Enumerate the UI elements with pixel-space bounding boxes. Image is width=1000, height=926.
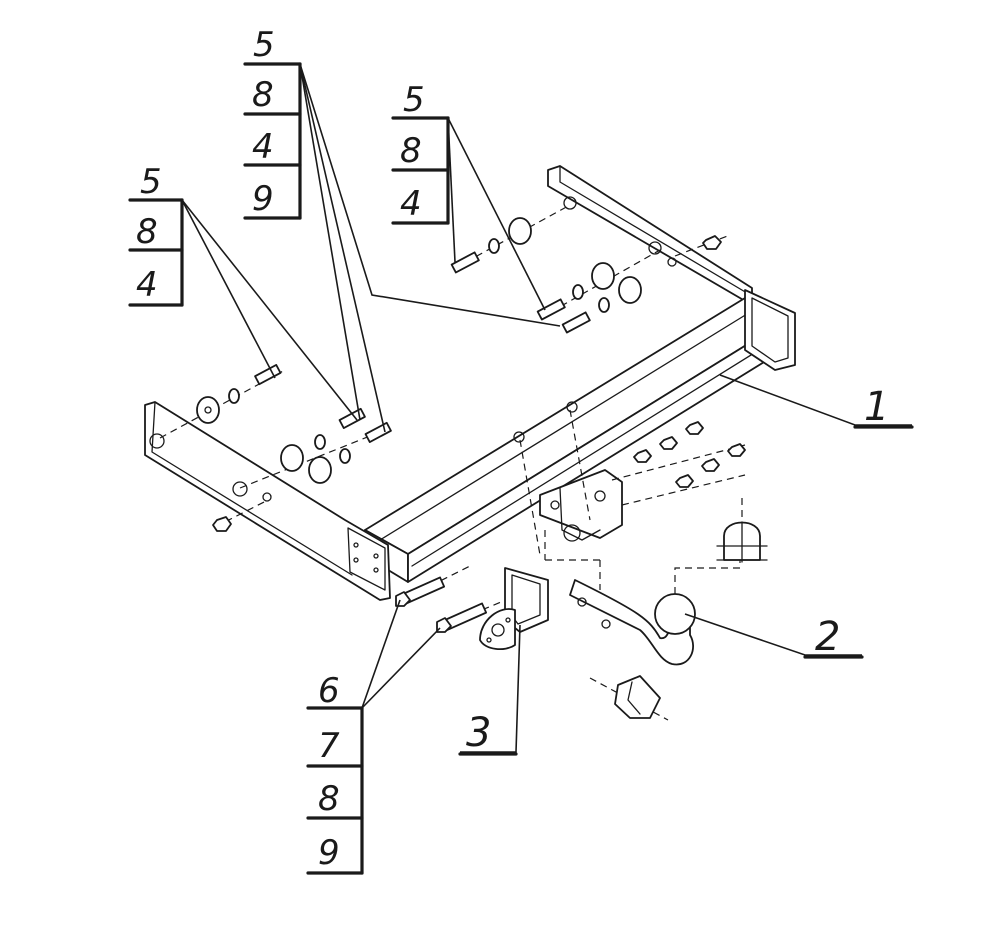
callout-middle-row-1: 5 (253, 25, 275, 65)
callout-table-right: 5 8 4 (391, 80, 450, 225)
callout-table-bottom: 6 7 8 9 (306, 671, 364, 875)
fasteners-left (159, 364, 392, 532)
socket-plate (479, 567, 549, 651)
callout-left-row-1: 5 (140, 162, 162, 202)
callout-bottom-row-4: 9 (318, 833, 340, 873)
part-label-socket-plate: 3 (466, 710, 491, 756)
callout-right-row-3: 4 (400, 184, 422, 224)
part-labels: 1 2 3 (458, 384, 914, 756)
leader-lines (181, 63, 912, 753)
hitch-mount-bracket (513, 401, 623, 556)
towball-arm (544, 530, 741, 721)
part-label-crossbar: 1 (864, 384, 889, 430)
callout-middle-row-3: 4 (252, 127, 274, 167)
callout-middle-row-2: 8 (252, 75, 274, 115)
callout-table-left: 5 8 4 (128, 162, 184, 307)
callout-bottom-row-3: 8 (318, 779, 340, 819)
fasteners-hitch (611, 421, 746, 506)
callout-left-row-2: 8 (136, 212, 158, 252)
callout-right-row-2: 8 (400, 131, 422, 171)
part-label-towball: 2 (815, 614, 840, 660)
callout-bottom-row-2: 7 (318, 726, 340, 766)
callout-table-middle: 5 8 4 9 (243, 25, 302, 220)
callout-middle-row-4: 9 (252, 179, 274, 219)
callout-bottom-row-1: 6 (318, 671, 340, 711)
fasteners-right (450, 204, 731, 334)
callout-right-row-1: 5 (403, 80, 425, 120)
callout-left-row-3: 4 (136, 265, 158, 305)
left-side-bracket (144, 401, 391, 601)
cross-beam (364, 289, 796, 583)
ball-cover (716, 498, 768, 563)
